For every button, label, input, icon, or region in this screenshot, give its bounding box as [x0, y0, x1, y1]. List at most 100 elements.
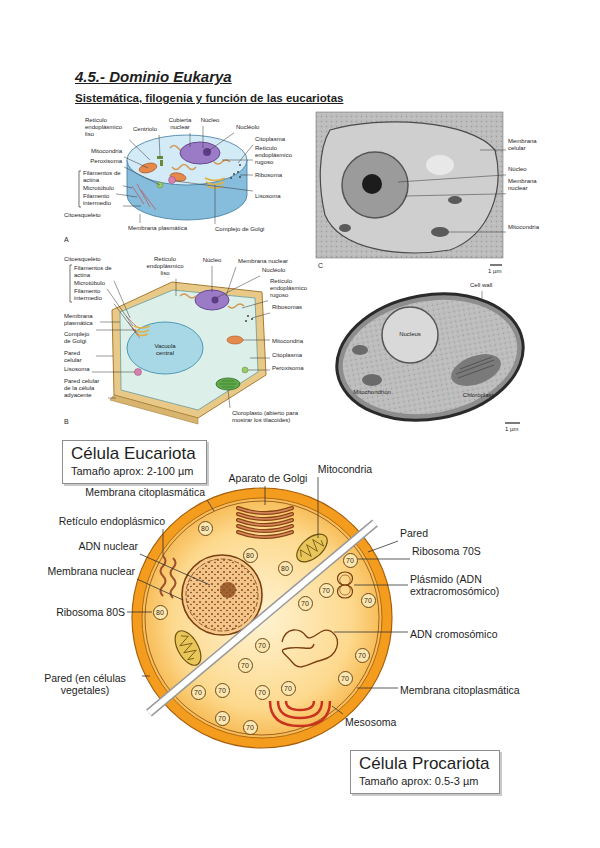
leader-line	[242, 301, 268, 308]
animal-cell-illustration	[237, 171, 239, 173]
part-label: Retículo endoplásmico rugoso	[255, 145, 297, 166]
plant-cell-micrograph	[327, 280, 534, 435]
part-label: Retículo endoplásmico liso	[85, 117, 127, 138]
electron-micrograph	[490, 264, 502, 265]
leader-line	[123, 206, 141, 207]
plant-cell-illustration	[247, 315, 249, 317]
leader-line	[175, 181, 253, 191]
ribosome-number: 70	[341, 675, 349, 682]
part-label: Mitocondria	[508, 224, 539, 231]
scale-label: 1 µm	[488, 268, 501, 275]
plant-cell-micrograph	[362, 374, 382, 386]
leader-line	[142, 676, 150, 677]
leader-line	[358, 559, 410, 560]
part-label: Pared celular	[64, 350, 94, 364]
leader-line	[368, 541, 398, 552]
ribosome-circle: 80	[278, 561, 293, 576]
ribosome-number: 70	[364, 597, 372, 604]
plant-cell-illustration	[120, 290, 258, 410]
part-label: Plásmido (ADN extracromosómico)	[410, 573, 540, 597]
part-label: Ribosoma 80S	[56, 606, 125, 618]
leader-line	[127, 612, 152, 613]
leader-line	[163, 529, 164, 556]
plant-cell-illustration	[112, 282, 266, 418]
plant-cell-illustration	[251, 318, 253, 320]
part-label: Ribosoma 70S	[412, 545, 481, 557]
part-label: Mitocondria	[91, 148, 122, 155]
ribosome-number: 70	[218, 715, 226, 722]
leader-line	[124, 167, 160, 185]
ribosome-circle: 70	[338, 671, 353, 686]
leader-line	[129, 140, 150, 160]
plant-cell-micrograph	[456, 357, 494, 378]
ribosome-circle: 70	[255, 685, 270, 700]
part-label: Membrana celular	[508, 138, 542, 152]
cell-comparison-diagram	[161, 556, 176, 598]
leader-line	[140, 554, 210, 585]
leader-line	[216, 276, 260, 298]
part-label: Núcleo	[201, 117, 220, 124]
cell-comparison-diagram	[145, 501, 379, 735]
part-label: Mesosoma	[345, 716, 396, 728]
ribosome-number: 80	[156, 609, 164, 616]
plant-cell-micrograph	[382, 307, 438, 363]
part-label: Filamentos de actina	[74, 265, 112, 279]
cell-comparison-diagram	[338, 572, 353, 598]
ribosome-number: 70	[346, 557, 354, 564]
ribosome-number: 70	[301, 600, 309, 607]
electron-micrograph	[316, 112, 503, 258]
plant-cell-illustration	[216, 378, 240, 390]
ribosome-circle: 70	[215, 711, 230, 726]
cell-comparison-diagram	[270, 701, 330, 726]
part-label: Microtúbulo	[74, 280, 105, 287]
plant-cell-micrograph	[447, 348, 505, 392]
ribosome-circle: 70	[215, 683, 230, 698]
ribosome-number: 70	[258, 689, 266, 696]
plant-cell-illustration	[195, 290, 229, 310]
animal-cell-illustration	[180, 142, 220, 164]
leader-line	[176, 279, 177, 296]
ribosome-circle: 70	[243, 720, 258, 735]
ribosome-number: 80	[246, 552, 254, 559]
part-label: Pared celular de la célula adyacente	[64, 378, 106, 399]
ribosome-number: 70	[194, 689, 202, 696]
leader-line	[398, 175, 506, 182]
part-label: Núcleo	[508, 166, 527, 173]
part-label: Núcleo	[203, 257, 222, 264]
part-label: Peroxisoma	[90, 158, 122, 165]
leader-line	[107, 289, 133, 326]
part-label: Complejo de Golgi	[215, 226, 264, 233]
part-label: Filamento intermedio	[83, 193, 121, 207]
part-label: Complejo de Golgi	[64, 331, 94, 345]
ribosome-number: 80	[201, 525, 209, 532]
ribosome-circle: 70	[343, 553, 358, 568]
part-label: Nucléolo	[262, 267, 285, 274]
electron-micrograph	[320, 122, 498, 253]
part-label: Filamento intermedio	[74, 288, 112, 302]
part-label: Cloroplasto (abierto para mostrar los ti…	[232, 410, 317, 424]
ribosome-circle: 70	[255, 638, 270, 653]
leader-line	[96, 356, 113, 357]
part-label: Lisosoma	[255, 193, 281, 200]
scale-label: 1 µm	[505, 426, 518, 433]
plant-cell-micrograph	[334, 287, 527, 428]
plant-cell-illustration	[70, 265, 72, 302]
part-label: Membrana plasmática	[64, 313, 98, 327]
subtitle: Sistemática, filogenia y función de las …	[75, 92, 343, 105]
cell-comparison-diagram	[220, 582, 236, 598]
part-label: Nucléolo	[236, 124, 259, 131]
leader-line	[114, 304, 136, 333]
cell-comparison-diagram	[238, 508, 292, 537]
ribosome-circle: 70	[281, 681, 296, 696]
size-note: Tamaño aprox: 0.5-3 µm	[359, 774, 489, 788]
leader-line	[100, 322, 120, 323]
leader-line	[238, 145, 253, 163]
plant-cell-illustration	[245, 320, 247, 322]
part-label: Filamentos de actina	[83, 170, 121, 184]
part-label: Centriolo	[133, 126, 157, 133]
electron-micrograph	[342, 152, 408, 218]
ribosome-circle: 70	[361, 593, 376, 608]
ribosome-number: 70	[241, 662, 249, 669]
